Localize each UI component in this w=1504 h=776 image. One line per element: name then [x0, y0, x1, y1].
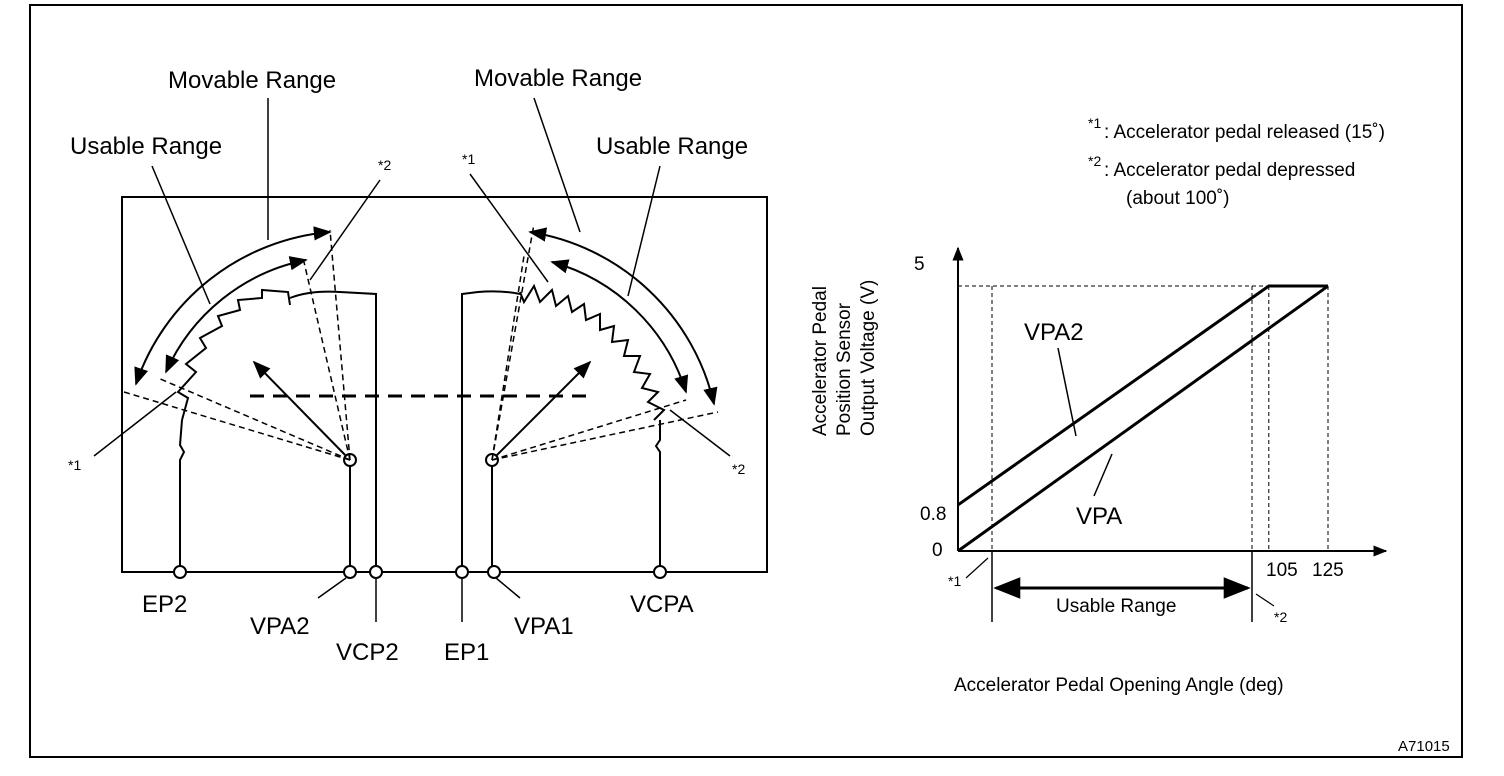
- leader-usable-left: [151, 165, 211, 305]
- movable-range-label-left: Movable Range: [168, 67, 336, 94]
- terminal-label-vcp2: VCP2: [336, 639, 399, 666]
- right-movable-range-arc: [528, 227, 718, 406]
- svg-text:Position Sensor: Position Sensor: [834, 302, 855, 436]
- legend-note-2: : Accelerator pedal depressed: [1104, 160, 1355, 181]
- left-ray-2: [157, 377, 351, 461]
- left-usable-range-arc: [165, 256, 308, 374]
- right-resistor-zigzag: [519, 283, 666, 421]
- left-movable-range-arc: [134, 226, 332, 386]
- leader-vpa1: [495, 577, 521, 599]
- series-label-vpa2: VPA2: [1024, 319, 1084, 346]
- figure-code: A71015: [1398, 738, 1450, 755]
- y-axis-title: Accelerator Pedal Position Sensor Output…: [810, 280, 879, 436]
- usable-range-chart-label: Usable Range: [1056, 596, 1176, 617]
- left-vcp2-lead: [289, 290, 377, 572]
- leader-star1-right: [469, 173, 549, 283]
- right-ray-2: [491, 255, 525, 461]
- svg-text:Output Voltage (V): Output Voltage (V): [858, 280, 879, 436]
- terminal-label-ep2: EP2: [142, 591, 187, 618]
- legend-note-2-cont: (about 100˚): [1126, 188, 1230, 209]
- usable-end-mark: *2: [1274, 609, 1287, 625]
- sensor-schematic: [93, 97, 768, 622]
- y-tick-0-8: 0.8: [920, 504, 946, 525]
- star2-label-left: *2: [378, 157, 391, 173]
- usable-range-label-right: Usable Range: [596, 133, 748, 160]
- terminal-label-vpa1: VPA1: [514, 613, 574, 640]
- right-ep1-lead: [461, 290, 521, 572]
- right-usable-range-arc: [550, 259, 689, 394]
- series-label-vpa-leader: [1093, 453, 1113, 497]
- voltage-chart: 5 0.8 0 105 125 VPA2 VPA Usable Range *1…: [810, 246, 1388, 696]
- usable-range-label-left: Usable Range: [70, 133, 222, 160]
- right-ray-3: [491, 411, 719, 461]
- series-label-vpa2-leader: [1057, 347, 1077, 437]
- usable-start-leader: [965, 557, 989, 579]
- left-resistor-lead: [178, 419, 186, 572]
- terminal-vcpa: [653, 565, 667, 579]
- terminal-label-vcpa: VCPA: [630, 591, 694, 618]
- x-tick-105: 105: [1266, 560, 1298, 581]
- leader-star2-right: [669, 409, 731, 457]
- movable-range-label-right: Movable Range: [474, 65, 642, 92]
- right-ray-4: [491, 399, 687, 461]
- x-tick-125: 125: [1312, 560, 1344, 581]
- leader-star2-left: [309, 179, 381, 281]
- star1-label-right: *1: [462, 151, 475, 167]
- legend-mark-2: *2: [1088, 153, 1101, 169]
- series-line-vpa: [957, 284, 1329, 553]
- leader-star1-left: [93, 391, 177, 457]
- terminal-vcp2: [369, 565, 383, 579]
- leader-movable-right: [533, 97, 581, 233]
- terminal-vpa1: [487, 565, 501, 579]
- x-axis-title: Accelerator Pedal Opening Angle (deg): [954, 675, 1284, 696]
- legend-mark-1: *1: [1088, 115, 1101, 131]
- right-resistor-lead: [654, 420, 661, 572]
- left-ray-3: [329, 229, 351, 461]
- leader-vpa2: [317, 577, 347, 599]
- chart-series: [957, 284, 1329, 553]
- terminal-label-ep1: EP1: [444, 639, 489, 666]
- terminal-ep1: [455, 565, 469, 579]
- usable-end-leader: [1255, 593, 1275, 607]
- outer-border: [29, 4, 1463, 758]
- terminal-ep2: [173, 565, 187, 579]
- star2-label-right: *2: [732, 461, 745, 477]
- series-label-vpa: VPA: [1076, 503, 1122, 530]
- leader-usable-right: [627, 165, 661, 297]
- y-tick-0: 0: [932, 540, 943, 561]
- terminal-vpa2: [343, 565, 357, 579]
- y-tick-5: 5: [914, 254, 925, 275]
- legend: *1 : Accelerator pedal released (15˚) *2…: [1088, 115, 1385, 209]
- svg-text:Accelerator Pedal: Accelerator Pedal: [810, 286, 831, 436]
- series-line-vpa2: [957, 284, 1328, 507]
- legend-note-1: : Accelerator pedal released (15˚): [1104, 122, 1385, 143]
- star1-label-left: *1: [68, 457, 81, 473]
- left-resistor-zigzag: [176, 288, 291, 421]
- usable-start-mark: *1: [948, 573, 961, 589]
- sensor-housing: [121, 196, 768, 573]
- terminal-label-vpa2: VPA2: [250, 613, 310, 640]
